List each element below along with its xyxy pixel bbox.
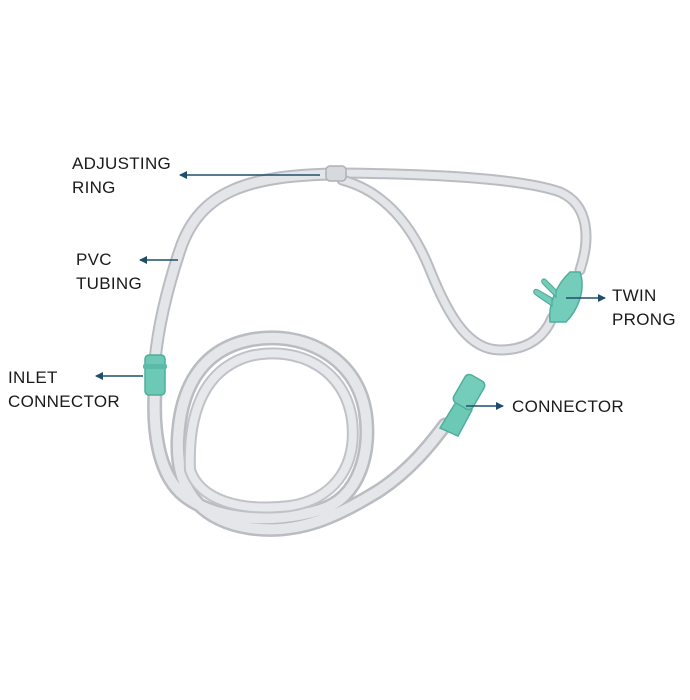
inlet-connector-label-line2: CONNECTOR — [8, 392, 120, 411]
connector-label-line1: CONNECTOR — [512, 397, 624, 416]
adjusting-ring-label-line1: ADJUSTING — [72, 154, 172, 173]
inlet-connector — [143, 354, 167, 396]
twin-prong — [533, 271, 583, 323]
pvc-tubing-left-arm — [148, 167, 339, 367]
adjusting-ring-label-line2: RING — [72, 178, 116, 197]
end-connector — [438, 373, 486, 437]
inlet-connector-label-line1: INLET — [8, 368, 58, 387]
twin-prong-label-line2: PRONG — [612, 310, 676, 329]
inlet-connector-label: INLET CONNECTOR — [8, 366, 120, 414]
twin-prong-label: TWIN PRONG — [612, 284, 676, 332]
pvc-tubing-return — [336, 174, 558, 356]
pvc-tubing-label-line1: PVC — [76, 250, 112, 269]
adjusting-ring — [325, 165, 347, 182]
twin-prong-label-line1: TWIN — [612, 286, 657, 305]
pvc-tubing-label: PVC TUBING — [76, 248, 142, 296]
connector-label: CONNECTOR — [512, 395, 624, 419]
pvc-tubing-label-line2: TUBING — [76, 274, 143, 293]
adjusting-ring-label: ADJUSTING RING — [72, 152, 171, 200]
